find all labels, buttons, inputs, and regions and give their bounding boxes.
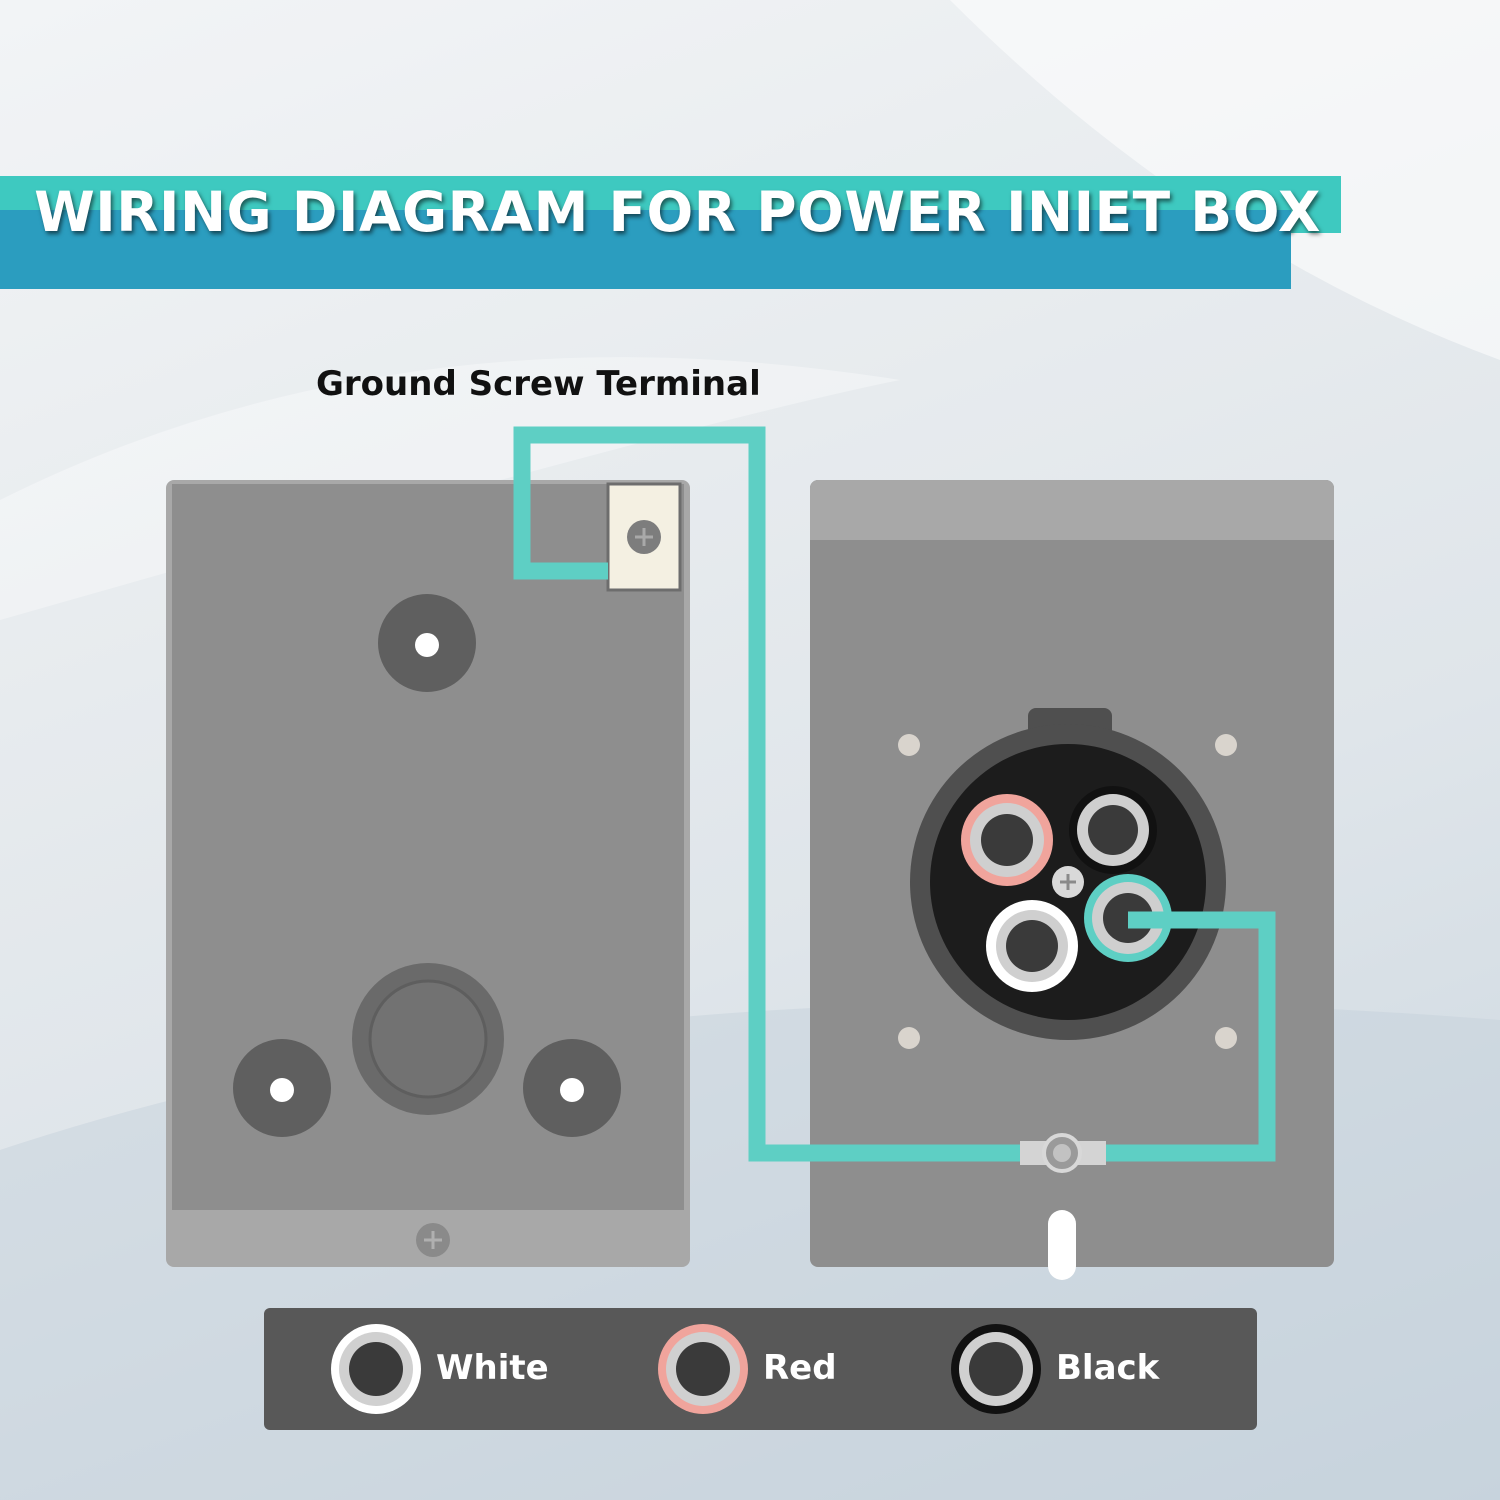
knockout-top xyxy=(378,594,476,692)
legend-white-icon xyxy=(331,1324,421,1414)
legend-white-label: White xyxy=(436,1348,549,1388)
color-legend xyxy=(264,1308,1257,1430)
ground-wire xyxy=(513,426,1276,1173)
legend-red-label: Red xyxy=(763,1348,837,1388)
center-knockout xyxy=(352,963,504,1115)
inlet-cover-plate xyxy=(810,480,1334,1280)
knockout-right xyxy=(523,1039,621,1137)
legend-black-label: Black xyxy=(1056,1348,1160,1388)
legend-red-icon xyxy=(658,1324,748,1414)
ground-screw-terminal-label: Ground Screw Terminal xyxy=(316,364,761,404)
back-box xyxy=(166,480,690,1267)
terminal-black xyxy=(1069,786,1157,874)
ground-terminal-plate xyxy=(606,482,682,592)
page-title: WIRING DIAGRAM FOR POWER INIET BOX xyxy=(34,180,1321,244)
knockout-left xyxy=(233,1039,331,1137)
title-banner-blue xyxy=(0,210,1291,289)
terminal-red xyxy=(961,794,1053,886)
terminal-white xyxy=(986,900,1078,992)
legend-black-icon xyxy=(951,1324,1041,1414)
